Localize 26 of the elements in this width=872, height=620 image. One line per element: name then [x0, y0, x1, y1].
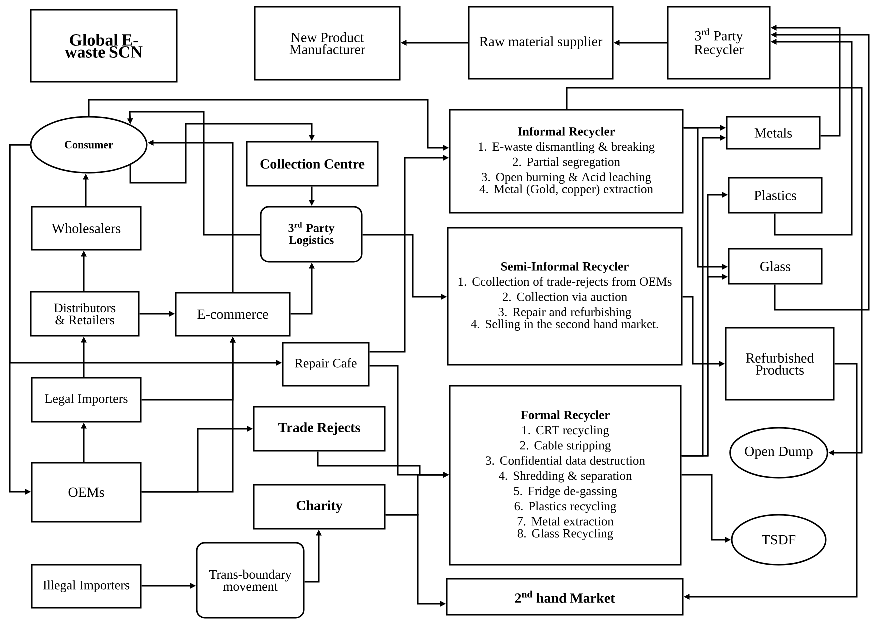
arrow: [130, 123, 315, 184]
process-box: Glass: [728, 248, 823, 285]
process-box: Illegal Importers: [31, 564, 142, 609]
title-box: Global E-waste SCN: [30, 9, 178, 83]
process-box: 2$^{nd}$ hand Market: [446, 578, 684, 616]
process-box: Charity: [253, 484, 386, 530]
process-box: Plastics: [728, 177, 823, 214]
process-box: Informal Recycler 1. E-waste dismantling & breaking 2. Partial segregation 3. Open burning & Acid leaching 4. Metal (Gold, copper) extraction: [449, 109, 684, 214]
arrow: [566, 87, 863, 456]
rounded-box: 3$^{rd}$ Party Logistics: [260, 206, 363, 263]
process-box: Raw material supplier: [468, 6, 614, 80]
process-box: New Product Manufacturer: [254, 6, 401, 81]
process-box: Wholesalers: [31, 206, 142, 251]
rounded-box: Trans-boundary movement: [196, 542, 305, 619]
process-box: Distributors & Retailers: [30, 291, 140, 337]
process-box: Legal Importers: [31, 377, 142, 423]
process-box: E-commerce: [175, 292, 291, 337]
process-box: Metals: [726, 116, 821, 150]
process-box: 3$^{rd}$ Party Recycler: [667, 6, 771, 80]
process-box: Semi-Informal Recycler 1. Ccollection of trade-rejects from OEMs 2. Collection via auction 3. Repair and refurbishing 4. Selling in the second hand market.: [447, 227, 683, 366]
process-box: Repair Cafe: [282, 342, 370, 387]
process-box: Collection Centre: [246, 141, 379, 187]
process-box: Refurbished Products: [725, 327, 835, 401]
process-box: Trade Rejects: [253, 406, 386, 452]
process-box: OEMs: [31, 462, 142, 523]
process-box: Formal Recycler 1. CRT recycling 2. Cable stripping 3. Confidential data destruction 4. Shredding & separation 5. Fridge de-gassing 6. Plastics recycling 7. Metal extraction 8. Glass Recycling: [449, 385, 682, 566]
